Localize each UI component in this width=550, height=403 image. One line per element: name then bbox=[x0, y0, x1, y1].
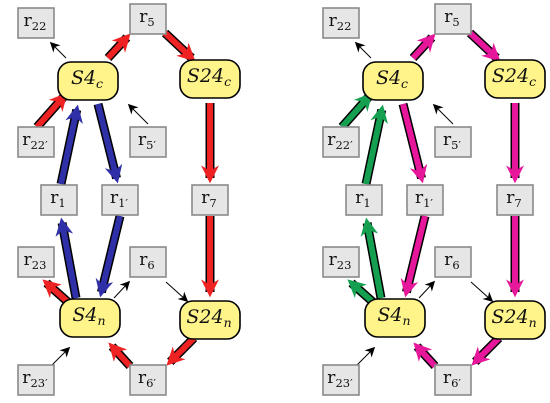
reaction-label-r1: r1 bbox=[50, 188, 65, 210]
reaction-label-r6: r6 bbox=[444, 250, 459, 272]
flow-s4n-to-r1 bbox=[55, 217, 81, 299]
reaction-box-r23: r23 bbox=[322, 246, 360, 278]
reaction-label-r6: r6 bbox=[139, 250, 154, 272]
reaction-label-r6p: r6′ bbox=[138, 368, 156, 390]
flow-r1p-to-s4n bbox=[400, 214, 430, 298]
species-node-s4n: S4n bbox=[364, 298, 426, 338]
reaction-label-r7: r7 bbox=[201, 188, 216, 210]
flow-r6p-to-s4n bbox=[413, 342, 439, 370]
reaction-label-r23: r23 bbox=[329, 250, 352, 272]
species-label-s4n: S4n bbox=[72, 304, 105, 328]
reaction-label-r23p: r23′ bbox=[327, 368, 353, 390]
pointer-from-r23p bbox=[356, 346, 376, 366]
pointer-from-r6 bbox=[470, 281, 494, 303]
reaction-box-r1p: r1′ bbox=[101, 184, 139, 216]
reaction-box-r23p: r23′ bbox=[322, 364, 360, 396]
species-label-s4c: S4c bbox=[71, 67, 103, 91]
pointer-from-r5p bbox=[432, 103, 454, 125]
flow-r1-to-s4c bbox=[56, 104, 83, 185]
reaction-label-r7: r7 bbox=[506, 188, 521, 210]
reaction-box-r6p: r6′ bbox=[129, 364, 167, 396]
flow-r1p-to-s4n bbox=[95, 214, 125, 298]
flow-s4c-to-r5 bbox=[104, 33, 131, 62]
reaction-box-r6: r6 bbox=[434, 246, 472, 278]
reaction-box-r7: r7 bbox=[191, 184, 229, 216]
reaction-box-r1: r1 bbox=[345, 184, 383, 216]
pointer-to-r22 bbox=[49, 41, 67, 59]
pointer-to-r6 bbox=[418, 280, 436, 299]
species-label-s24c: S24c bbox=[492, 65, 536, 89]
species-label-s24n: S24n bbox=[186, 306, 231, 330]
flow-s4c-to-r1p bbox=[398, 102, 428, 184]
reaction-label-r5p: r5′ bbox=[138, 130, 156, 152]
reaction-box-r7: r7 bbox=[496, 184, 534, 216]
species-node-s4c: S4c bbox=[362, 61, 424, 101]
pointer-from-r23p bbox=[51, 346, 71, 366]
reaction-box-r22: r22 bbox=[17, 7, 55, 39]
reaction-label-r6p: r6′ bbox=[443, 368, 461, 390]
species-node-s4n: S4n bbox=[59, 298, 121, 338]
reaction-label-r23: r23 bbox=[24, 250, 47, 272]
reaction-box-r5: r5 bbox=[434, 3, 472, 35]
reaction-label-r1: r1 bbox=[355, 188, 370, 210]
reaction-box-r1: r1 bbox=[40, 184, 78, 216]
reaction-label-r1p: r1′ bbox=[415, 188, 433, 210]
flow-s24n-to-r6p bbox=[166, 334, 198, 366]
flow-r22p-to-s4c bbox=[338, 92, 373, 130]
species-label-s24c: S24c bbox=[187, 65, 231, 89]
reaction-box-r5: r5 bbox=[129, 3, 167, 35]
reaction-box-r23p: r23′ bbox=[17, 364, 55, 396]
reaction-label-r22: r22 bbox=[24, 11, 47, 33]
reaction-box-r23: r23 bbox=[17, 246, 55, 278]
reaction-box-r1p: r1′ bbox=[406, 184, 444, 216]
species-node-s4c: S4c bbox=[57, 61, 119, 101]
species-node-s24c: S24c bbox=[484, 59, 546, 99]
species-label-s4c: S4c bbox=[376, 67, 408, 91]
flow-s4n-to-r23 bbox=[42, 279, 72, 307]
flow-r5-to-s24c bbox=[161, 29, 196, 62]
reaction-box-r6: r6 bbox=[129, 246, 167, 278]
species-node-s24c: S24c bbox=[179, 59, 241, 99]
reaction-label-r22: r22 bbox=[329, 11, 352, 33]
reaction-box-r5p: r5′ bbox=[129, 126, 167, 158]
reaction-label-r22p: r22′ bbox=[327, 130, 353, 152]
flow-r22p-to-s4c bbox=[33, 92, 68, 130]
panel-right: r22 r5 r22′ r5′ r1 r1′ r7 r23 r6 r23′ r6′ S4c S24cS4… bbox=[322, 3, 546, 396]
flow-r5-to-s24c bbox=[466, 29, 501, 62]
reaction-box-r22p: r22′ bbox=[322, 126, 360, 158]
species-node-s24n: S24n bbox=[484, 300, 546, 340]
reaction-box-r5p: r5′ bbox=[434, 126, 472, 158]
pointer-from-r6 bbox=[165, 281, 189, 303]
species-label-s24n: S24n bbox=[491, 306, 536, 330]
flow-s4n-to-r23 bbox=[347, 279, 377, 307]
reaction-box-r22: r22 bbox=[322, 7, 360, 39]
species-label-s4n: S4n bbox=[377, 304, 410, 328]
flow-s4c-to-r1p bbox=[93, 102, 123, 184]
flow-s24n-to-r6p bbox=[471, 334, 503, 366]
pointer-from-r5p bbox=[127, 103, 149, 125]
panel-left: r22 r5 r22′ r5′ r1 r1′ r7 r23 r6 r23′ r6′ S4c S24cS4… bbox=[17, 3, 241, 396]
reaction-label-r5: r5 bbox=[139, 7, 154, 29]
pointer-to-r22 bbox=[354, 41, 372, 59]
reaction-label-r5: r5 bbox=[444, 7, 459, 29]
reaction-box-r22p: r22′ bbox=[17, 126, 55, 158]
flow-r1-to-s4c bbox=[361, 104, 388, 185]
flow-s4c-to-r5 bbox=[409, 33, 436, 62]
pointer-to-r6 bbox=[113, 280, 131, 299]
species-node-s24n: S24n bbox=[179, 300, 241, 340]
reaction-label-r1p: r1′ bbox=[110, 188, 128, 210]
reaction-label-r23p: r23′ bbox=[22, 368, 48, 390]
flow-r6p-to-s4n bbox=[108, 342, 134, 370]
reaction-box-r6p: r6′ bbox=[434, 364, 472, 396]
reaction-label-r5p: r5′ bbox=[443, 130, 461, 152]
flow-s4n-to-r1 bbox=[360, 217, 386, 299]
reaction-label-r22p: r22′ bbox=[22, 130, 48, 152]
